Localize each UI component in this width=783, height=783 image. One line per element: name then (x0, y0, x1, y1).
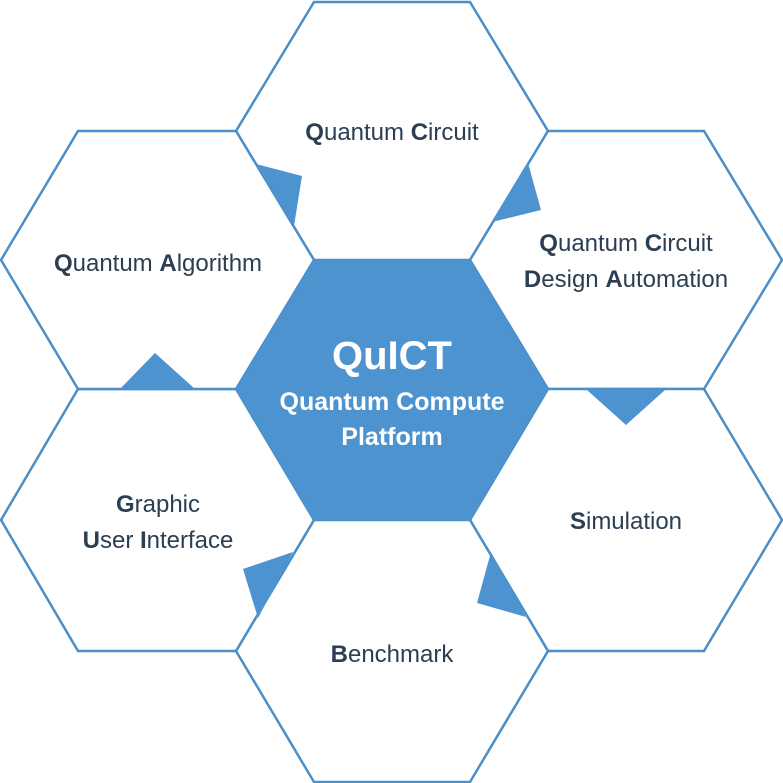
label-initial: U (83, 527, 100, 554)
label-rest: imulation (586, 508, 682, 535)
label-qcda-line-1: Quantum Circuit (539, 230, 713, 257)
hex-quict-center (236, 260, 548, 520)
flow-arrow-qcda-to-simulation (587, 390, 665, 425)
label-rest: raphic (135, 491, 200, 518)
center-title: QuICT (332, 334, 452, 378)
flow-arrow-algorithm-to-circuit (256, 164, 302, 226)
label-initial: I (140, 527, 147, 554)
label-rest: uantum (324, 119, 411, 146)
center-subtitle-line-1: Quantum Compute (280, 388, 505, 416)
label-initial: Q (305, 119, 324, 146)
label-initial: B (331, 641, 348, 668)
label-initial: D (524, 266, 541, 293)
label-rest: uantum (558, 230, 645, 257)
label-initial: S (570, 508, 586, 535)
label-rest: ser (100, 527, 140, 554)
label-rest: uantum (73, 250, 160, 277)
label-rest: ircuit (428, 119, 479, 146)
label-initial: A (605, 266, 622, 293)
label-initial: C (411, 119, 428, 146)
flow-arrow-gui-to-algorithm (120, 353, 195, 389)
label-rest: nterface (147, 527, 234, 554)
label-rest: enchmark (348, 641, 454, 668)
label-rest: ircuit (662, 230, 713, 257)
label-gui-line-2: User Interface (83, 527, 234, 554)
label-initial: Q (539, 230, 558, 257)
label-rest: lgorithm (177, 250, 262, 277)
label-quantum-circuit: Quantum Circuit (305, 119, 479, 146)
label-initial: A (159, 250, 176, 277)
label-quantum-algorithm: Quantum Algorithm (54, 250, 262, 277)
flow-arrow-benchmark-to-gui (243, 552, 293, 618)
label-initial: Q (54, 250, 73, 277)
flow-arrow-circuit-to-qcda (492, 163, 541, 222)
label-initial: G (116, 491, 135, 518)
center-subtitle-line-2: Platform (341, 423, 442, 451)
label-qcda-line-2: Design Automation (524, 266, 728, 293)
flow-arrow-simulation-to-benchmark (477, 552, 526, 617)
label-benchmark: Benchmark (331, 641, 455, 668)
label-gui-line-1: Graphic (116, 491, 200, 518)
label-simulation: Simulation (570, 508, 682, 535)
label-rest: utomation (623, 266, 728, 293)
label-initial: C (645, 230, 662, 257)
label-rest: esign (541, 266, 605, 293)
